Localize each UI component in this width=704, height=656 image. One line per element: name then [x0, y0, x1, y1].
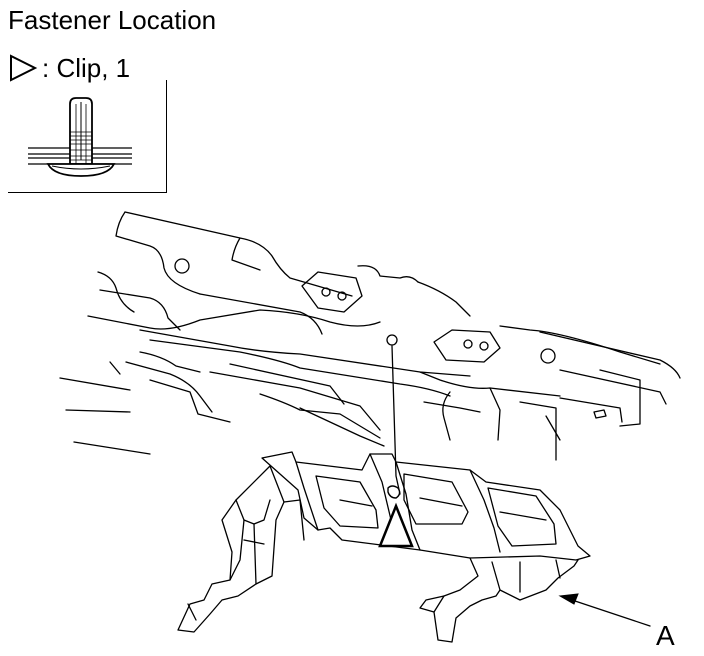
leader-arrowhead [558, 593, 579, 605]
clip-detail-inset [8, 80, 167, 193]
page-title: Fastener Location [8, 5, 217, 35]
callout-label-a: A [656, 620, 675, 651]
fastener-legend: : Clip, 1 [8, 52, 130, 84]
clip-illustration [28, 97, 132, 177]
legend-text: : Clip, 1 [42, 52, 131, 83]
triangle-outline-icon [10, 54, 38, 82]
under-cover-a-outline [261, 451, 591, 561]
body-panel-outline [124, 211, 353, 297]
clip-location-triangle [378, 502, 414, 548]
